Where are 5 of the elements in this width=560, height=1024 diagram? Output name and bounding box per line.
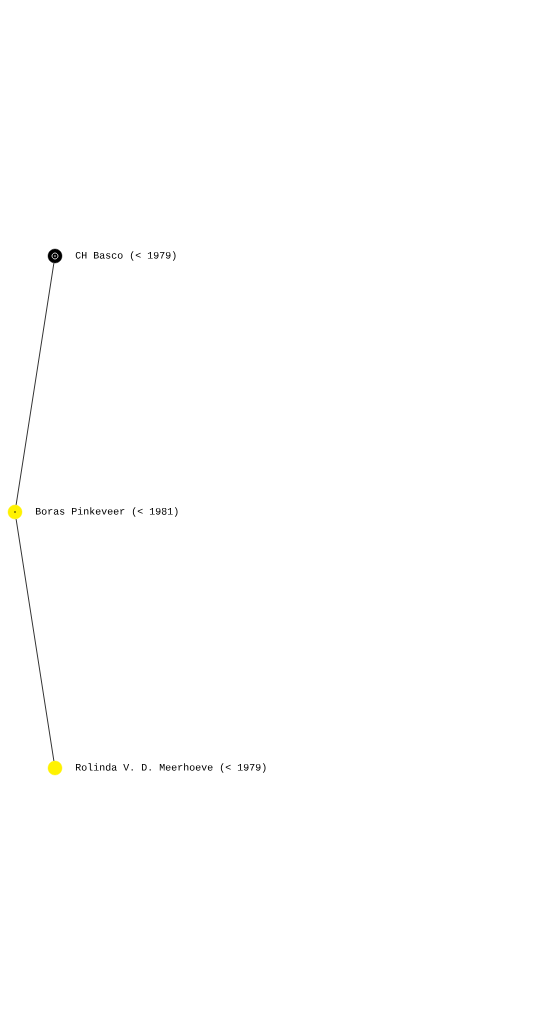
- connector-line: [15, 518, 55, 762]
- node-label: CH Basco (< 1979): [75, 251, 176, 261]
- connector-line: [15, 262, 55, 506]
- node-label: Boras Pinkeveer (< 1981): [36, 507, 178, 517]
- node-label: Rolinda V. D. Meerhoeve (< 1979): [76, 763, 266, 773]
